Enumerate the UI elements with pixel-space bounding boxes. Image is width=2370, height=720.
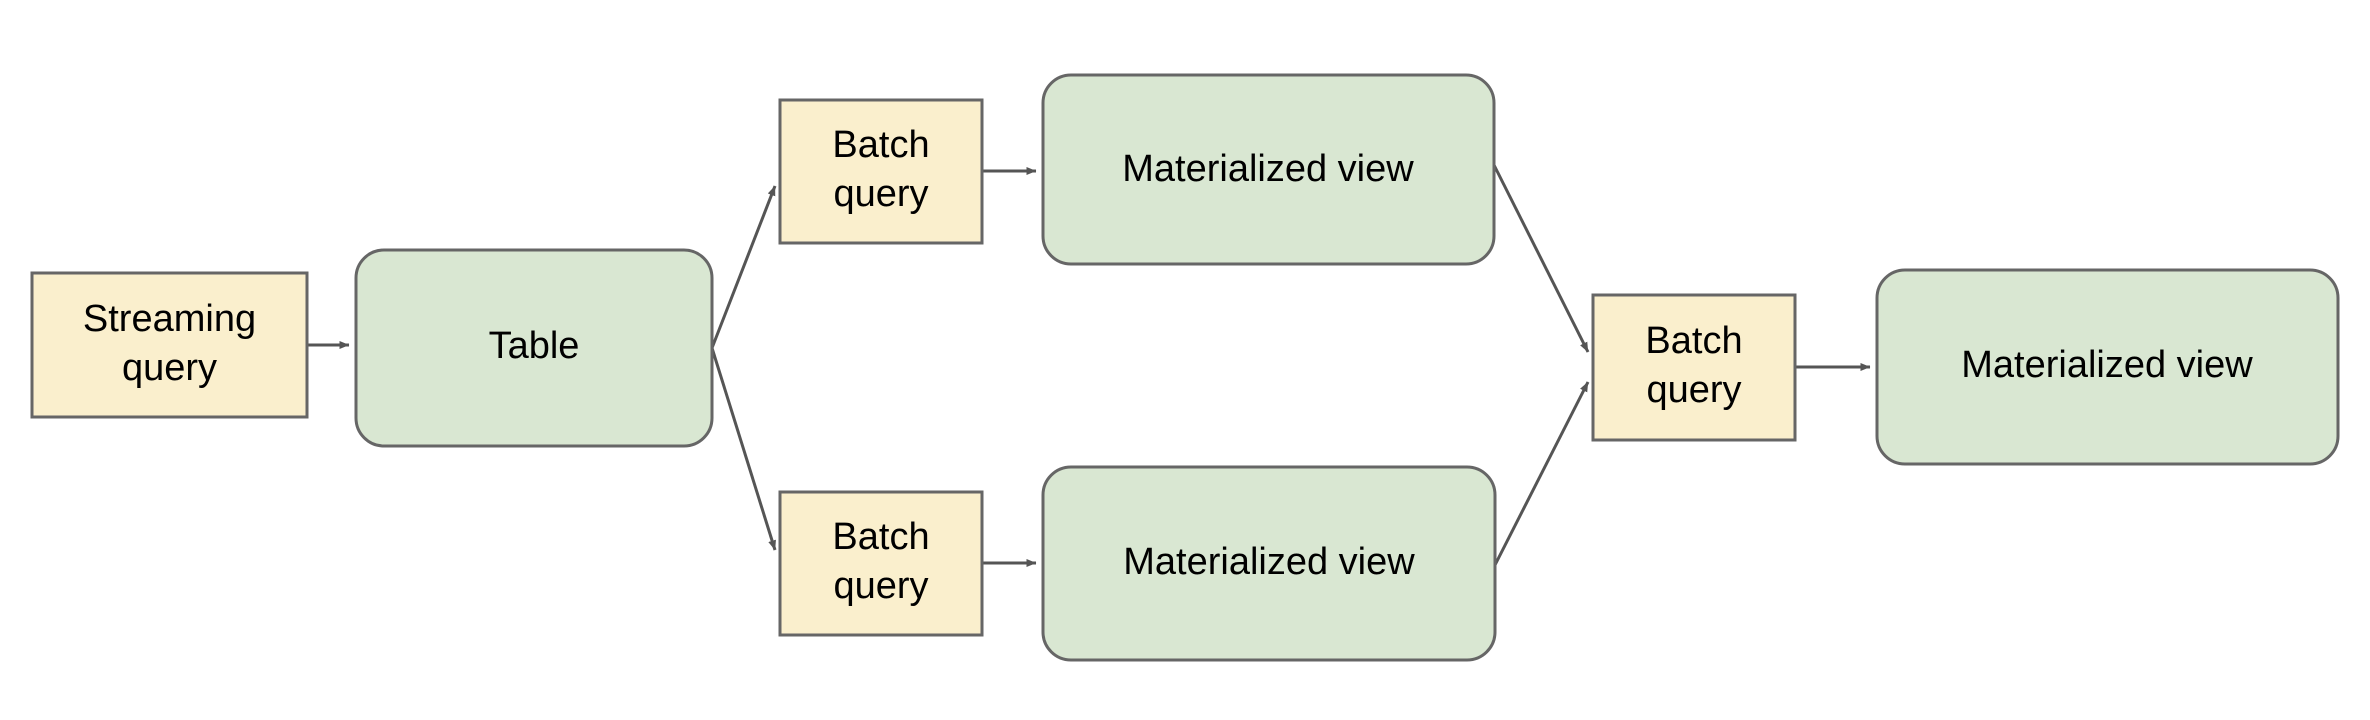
node-layer: Streaming query Table Batch query Materi…: [30, 73, 2340, 662]
edge-mv-top-to-batch-join: [1492, 164, 1590, 353]
batch-query-bottom-box[interactable]: [778, 490, 984, 637]
table-box[interactable]: [354, 248, 714, 448]
node-batch-query-join[interactable]: Batch query: [1591, 293, 1797, 442]
materialized-view-bottom-box[interactable]: [1041, 465, 1497, 662]
node-materialized-view-top[interactable]: Materialized view: [1041, 73, 1496, 266]
materialized-view-top-box[interactable]: [1041, 73, 1496, 266]
edge-table-to-batch-bottom: [710, 347, 777, 551]
streaming-query-label-line2: query: [122, 347, 217, 389]
node-batch-query-bottom[interactable]: Batch query: [778, 490, 984, 637]
streaming-query-box[interactable]: [30, 271, 309, 419]
materialized-view-top-label: Materialized view: [1122, 148, 1414, 190]
edge-mv-bottom-to-batch-join: [1493, 381, 1590, 566]
batch-query-join-box[interactable]: [1591, 293, 1797, 442]
node-materialized-view-bottom[interactable]: Materialized view: [1041, 465, 1497, 662]
node-materialized-view-final[interactable]: Materialized view: [1875, 268, 2340, 466]
node-streaming-query[interactable]: Streaming query: [30, 271, 309, 419]
materialized-view-final-box[interactable]: [1875, 268, 2340, 466]
materialized-view-final-label: Materialized view: [1961, 344, 2253, 386]
batch-query-join-label-line1: Batch: [1645, 320, 1742, 362]
node-table[interactable]: Table: [354, 248, 714, 448]
batch-query-top-label-line2: query: [833, 173, 928, 215]
edge-table-to-batch-top: [710, 185, 777, 349]
node-batch-query-top[interactable]: Batch query: [778, 98, 984, 245]
edge-layer: [307, 164, 1871, 567]
streaming-query-label-line1: Streaming: [83, 298, 256, 340]
batch-query-top-box[interactable]: [778, 98, 984, 245]
batch-query-bottom-label-line2: query: [833, 565, 928, 607]
batch-query-bottom-label-line1: Batch: [832, 516, 929, 558]
table-label: Table: [489, 325, 580, 367]
materialized-view-bottom-label: Materialized view: [1123, 541, 1415, 583]
batch-query-top-label-line1: Batch: [832, 124, 929, 166]
batch-query-join-label-line2: query: [1646, 369, 1741, 411]
